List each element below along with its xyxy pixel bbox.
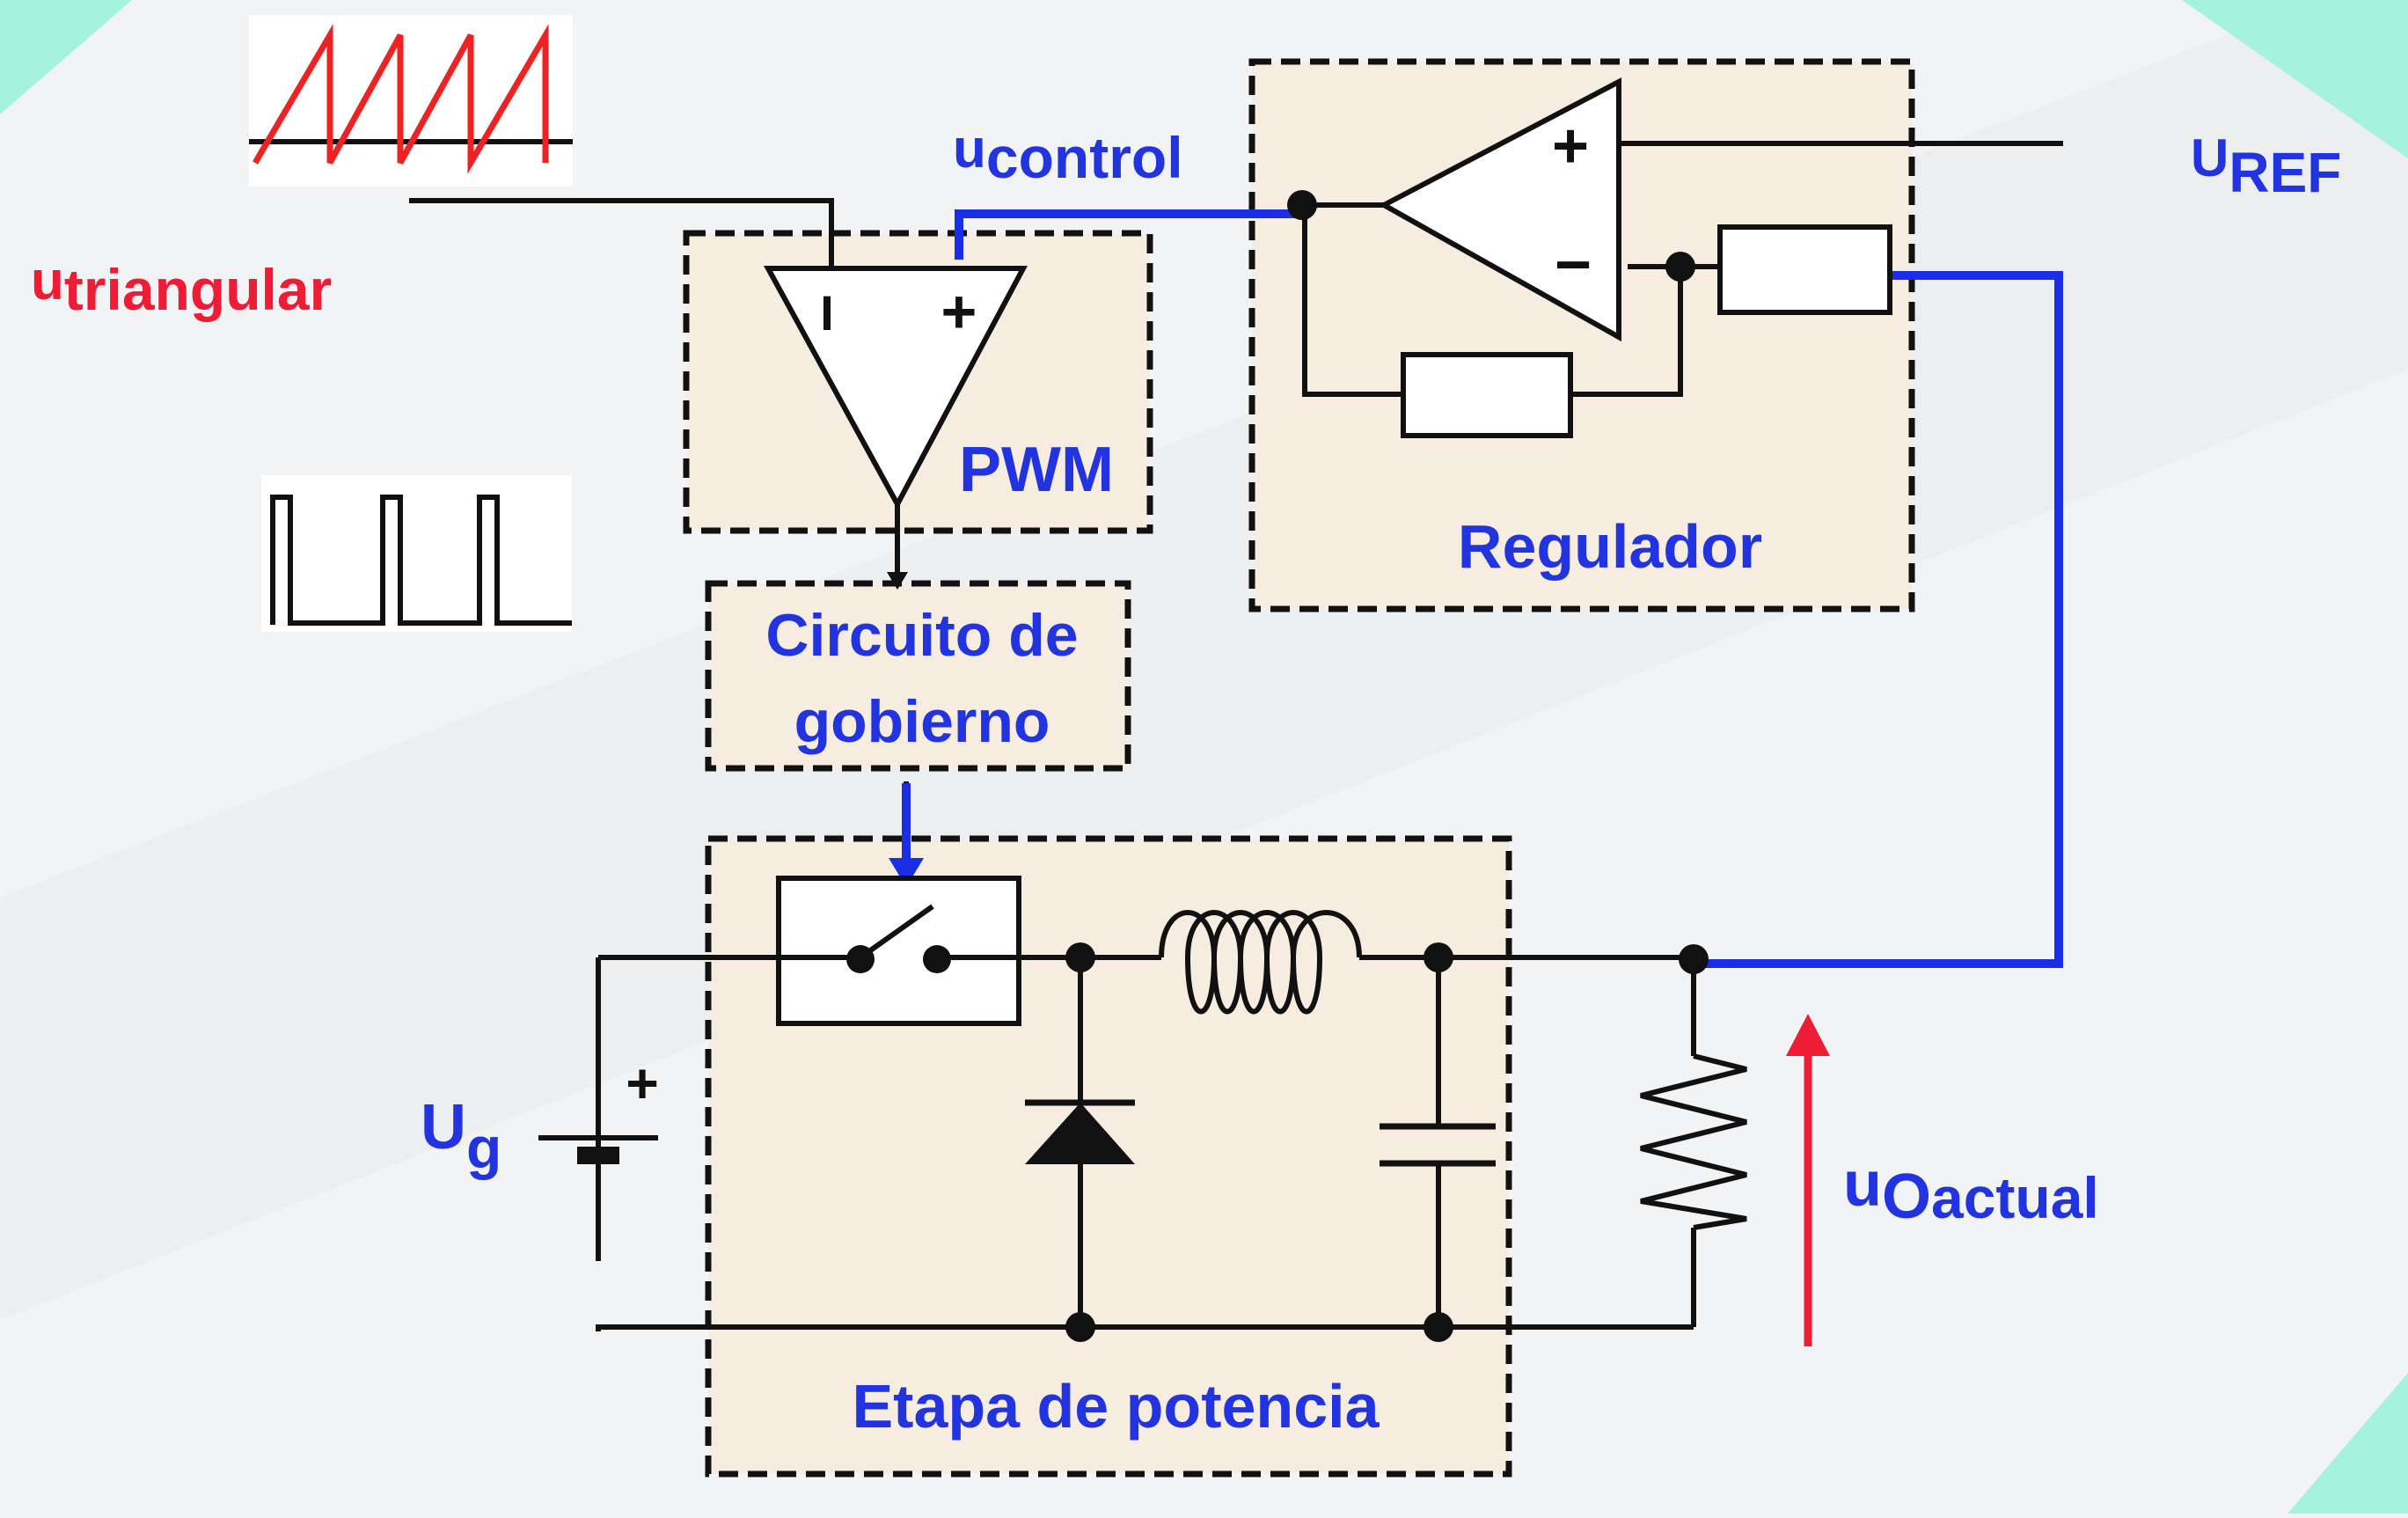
teal-corner-bottom-right — [2287, 1373, 2408, 1514]
u-control-label: ucontrol — [953, 119, 1183, 190]
regulator-opamp: + − — [1378, 77, 1621, 342]
resistor-icon — [1640, 1053, 1747, 1230]
diode-icon — [1025, 957, 1135, 1327]
circuito-de-gobierno-block — [705, 580, 1131, 772]
feedback-resistor-icon — [1401, 352, 1573, 438]
inductor-icon — [1159, 910, 1362, 1015]
circuito-title-line2: gobierno — [794, 688, 1050, 755]
blue-arrow-head — [889, 858, 924, 887]
opamp-plus-sign: + — [1552, 111, 1589, 181]
pwm-comparator: I + — [763, 266, 1028, 510]
pwm-title: PWM — [959, 435, 1114, 505]
u-o-actual-label: uOactual — [1843, 1149, 2099, 1232]
comparator-minus-sign: I — [820, 285, 834, 341]
regulador-title: Regulador — [1458, 512, 1762, 581]
teal-corner-top-right — [2182, 0, 2408, 158]
input-resistor-icon — [1717, 224, 1892, 315]
switch-icon — [776, 876, 1021, 1026]
u-g-label: Ug — [421, 1092, 501, 1180]
battery-plus-sign: + — [626, 1052, 658, 1115]
capacitor-icon — [1380, 1123, 1496, 1167]
etapa-title: Etapa de potencia — [852, 1372, 1380, 1441]
comparator-plus-sign: + — [941, 277, 977, 346]
pwm-pulse-wave-icon — [261, 475, 572, 632]
sawtooth-wave-icon — [249, 15, 573, 187]
output-voltage-arrow — [1786, 1014, 1830, 1346]
blue-signal-wires — [902, 209, 2063, 968]
u-triangular-label: utriangular — [31, 251, 332, 322]
teal-corner-top-left — [0, 0, 132, 114]
black-arrow-head — [887, 572, 908, 590]
opamp-minus-sign: − — [1555, 230, 1592, 300]
junction-dots — [1065, 190, 1709, 1342]
circuito-title-line1: Circuito de — [765, 602, 1078, 669]
u-ref-label: UREF — [2191, 128, 2341, 204]
battery-icon: + — [538, 1052, 659, 1164]
